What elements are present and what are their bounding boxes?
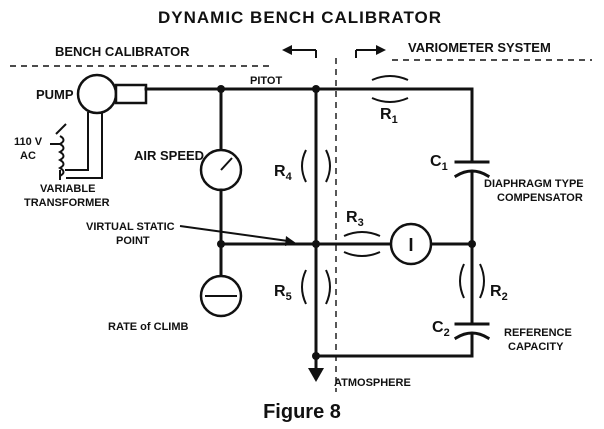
section-label-bench: BENCH CALIBRATOR — [55, 44, 190, 59]
supply-voltage-label: 110 V — [14, 136, 43, 148]
r1-restrictor — [371, 75, 409, 103]
c2-label: C2 — [432, 319, 450, 339]
pump-lead-1 — [65, 112, 89, 171]
variometer-indicator — [389, 222, 433, 266]
reference-label-line2: CAPACITY — [508, 341, 564, 353]
virtual-static-arrow — [179, 225, 296, 246]
r1-label: R1 — [380, 106, 398, 126]
airspeed-label: AIR SPEED — [134, 148, 204, 163]
section-label-variometer: VARIOMETER SYSTEM — [408, 40, 551, 55]
c1-label: C1 — [430, 153, 448, 173]
rate-of-climb-label: RATE of CLIMB — [108, 321, 189, 333]
r5-restrictor — [301, 269, 331, 305]
transformer-label-line2: TRANSFORMER — [24, 197, 110, 209]
pitot-label: PITOT — [250, 75, 282, 87]
r4-restrictor — [301, 149, 331, 183]
boundary-arrows — [282, 45, 386, 58]
atmosphere-label: ATMOSPHERE — [334, 377, 411, 389]
figure-caption: Figure 8 — [263, 401, 341, 423]
airspeed-needle — [220, 157, 233, 171]
r2-restrictor — [459, 263, 485, 299]
r2-label: R2 — [490, 283, 508, 303]
atmosphere-return-line — [314, 332, 474, 358]
r5-label: R5 — [274, 283, 292, 303]
pump-lead-2 — [66, 112, 103, 179]
r3-restrictor — [343, 231, 381, 257]
diaphragm-label-line2: COMPENSATOR — [497, 192, 583, 204]
r3-label: R3 — [346, 209, 364, 229]
r4-label: R4 — [274, 163, 293, 183]
diagram-title: DYNAMIC BENCH CALIBRATOR — [158, 8, 442, 27]
pump-label: PUMP — [36, 87, 74, 102]
reference-label-line1: REFERENCE — [504, 327, 572, 339]
pump-symbol — [76, 73, 118, 115]
atmosphere-arrow — [308, 354, 324, 382]
virtual-static-label-line1: VIRTUAL STATIC — [86, 221, 175, 233]
supply-type-label: AC — [20, 150, 36, 162]
transformer-coil — [50, 123, 67, 180]
pump-outlet — [114, 83, 148, 105]
indicator-label: I — [408, 235, 413, 255]
virtual-static-label-line2: POINT — [116, 235, 150, 247]
diaphragm-label-line1: DIAPHRAGM TYPE — [484, 178, 584, 190]
transformer-label-line1: VARIABLE — [40, 183, 95, 195]
